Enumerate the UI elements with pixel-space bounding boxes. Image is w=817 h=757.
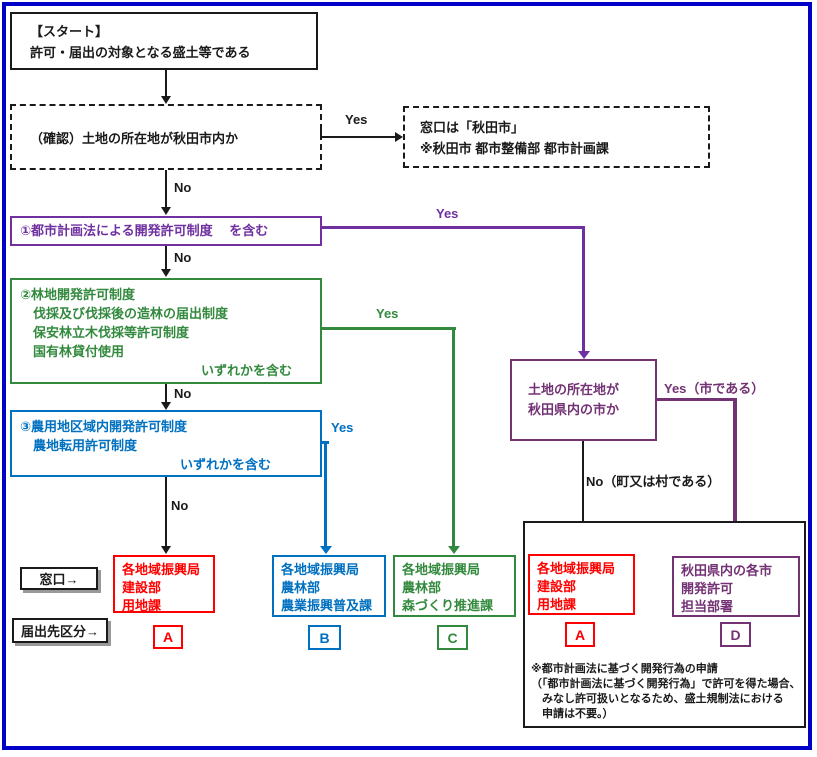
connector-line: [322, 327, 456, 330]
rule3-line: 農地転用許可制度: [33, 438, 138, 453]
result-c-line: 農林部: [402, 580, 442, 595]
result-b-box: 各地域振興局 農林部 農業振興普及課: [272, 555, 386, 617]
connector-line: [165, 246, 167, 270]
result-a1-line: 各地域振興局: [122, 562, 201, 577]
note-line: （「都市計画法に基づく開発行為」で許可を得た場合、: [531, 678, 801, 690]
badge-c: C: [437, 625, 468, 650]
category-tag-label: 届出先区分→: [20, 624, 99, 639]
result-b-line: 農業振興普及課: [281, 598, 373, 613]
city-check-line2: 秋田県内の市か: [528, 402, 620, 417]
badge-c-letter: C: [447, 629, 458, 646]
category-tag: 届出先区分→: [12, 618, 108, 643]
check-akita-city-text: （確認）土地の所在地が秋田市内か: [30, 130, 239, 146]
connector-line: [657, 398, 737, 401]
start-text: 許可・届出の対象となる盛土等である: [30, 45, 251, 60]
window-tag-label: 窓口→: [39, 572, 79, 587]
no-town-label: No（町又は村である）: [586, 474, 721, 489]
badge-a1: A: [153, 625, 183, 649]
arrowhead-down-icon: [161, 207, 171, 215]
no-label: No: [171, 498, 189, 513]
result-d-line: 担当部署: [681, 599, 734, 614]
connector-line: [322, 226, 584, 229]
result-c-line: 森づくり推進課: [402, 598, 494, 613]
yes-label: Yes: [376, 306, 399, 321]
result-a2-line: 建設部: [537, 579, 577, 594]
result-d-line: 秋田県内の各市: [681, 563, 773, 578]
arrowhead-down-icon: [161, 269, 171, 277]
result-a2-line: 用地課: [537, 597, 577, 612]
result-b-line: 農林部: [281, 580, 321, 595]
window-tag: 窓口→: [20, 567, 98, 590]
no-label: No: [174, 386, 192, 401]
start-title: 【スタート】: [30, 24, 109, 39]
rule1-box: ①都市計画法による開発許可制度 を含む: [10, 216, 322, 246]
connector-line: [582, 441, 584, 546]
badge-b: B: [308, 625, 341, 650]
rule2-line: 保安林立木伐採等許可制度: [33, 325, 190, 340]
akita-window-box: 窓口は「秋田市」 ※秋田市 都市整備部 都市計画課: [403, 106, 710, 168]
akita-window-line2: ※秋田市 都市整備部 都市計画課: [420, 141, 609, 156]
result-d-line: 開発許可: [681, 581, 734, 596]
rule2-line: 伐採及び伐採後の造林の届出制度: [33, 306, 229, 321]
result-d-box: 秋田県内の各市 開発許可 担当部署: [672, 556, 800, 617]
rule3-line: ③農用地区域内開発許可制度: [20, 419, 188, 434]
result-c-line: 各地域振興局: [402, 562, 481, 577]
city-check-line1: 土地の所在地が: [528, 382, 620, 397]
arrowhead-right-icon: [395, 132, 403, 142]
connector-line: [324, 441, 327, 546]
note-line: ※都市計画法に基づく開発行為の申請: [531, 663, 718, 675]
connector-line: [165, 477, 167, 546]
arrowhead-down-icon: [448, 546, 460, 554]
arrowhead-down-icon: [161, 546, 171, 554]
rule2-footer: いずれかを含む: [200, 363, 292, 378]
badge-d-letter: D: [730, 626, 741, 643]
note-line: 申請は不要。）: [531, 708, 614, 720]
badge-d: D: [720, 622, 751, 647]
outer-frame: [2, 2, 812, 750]
no-label: No: [174, 250, 192, 265]
connector-line: [582, 226, 585, 351]
result-a2-line: 各地域振興局: [537, 561, 616, 576]
no-label: No: [174, 180, 192, 195]
result-a1-line: 用地課: [122, 598, 162, 613]
connector-line: [320, 124, 322, 138]
development-note: ※都市計画法に基づく開発行為の申請 （「都市計画法に基づく開発行為」で許可を得た…: [531, 662, 803, 722]
arrowhead-down-icon: [161, 402, 171, 410]
city-check-box: 土地の所在地が 秋田県内の市か: [510, 359, 657, 441]
yes-label: Yes: [331, 420, 354, 435]
result-a1-box: 各地域振興局 建設部 用地課: [113, 555, 215, 613]
result-a2-box: 各地域振興局 建設部 用地課: [528, 554, 635, 615]
badge-a1-letter: A: [162, 629, 174, 645]
connector-line: [165, 70, 167, 97]
rule2-box: ②林地開発許可制度 伐採及び伐採後の造林の届出制度 保安林立木伐採等許可制度 国…: [10, 278, 322, 384]
badge-a2: A: [565, 622, 595, 647]
rule2-line: ②林地開発許可制度: [20, 287, 136, 302]
rule3-box: ③農用地区域内開発許可制度 農地転用許可制度 いずれかを含む: [10, 410, 322, 477]
note-line: みなし許可扱いとなるため、盛土規制法における: [531, 693, 784, 705]
connector-line: [165, 170, 167, 208]
result-a1-line: 建設部: [122, 580, 162, 595]
arrowhead-down-icon: [578, 351, 590, 359]
connector-line: [165, 384, 167, 403]
arrowhead-down-icon: [161, 96, 171, 104]
rule2-line: 国有林貸付使用: [33, 344, 125, 359]
rule1-text: ①都市計画法による開発許可制度 を含む: [20, 223, 269, 238]
yes-label: Yes: [345, 112, 368, 127]
badge-a2-letter: A: [574, 626, 586, 643]
yes-label: Yes: [436, 206, 459, 221]
connector-line: [322, 136, 396, 138]
result-b-line: 各地域振興局: [281, 562, 360, 577]
akita-window-line1: 窓口は「秋田市」: [420, 120, 525, 135]
connector-line: [733, 398, 737, 547]
yes-city-label: Yes（市である）: [664, 381, 765, 396]
check-akita-city-box: （確認）土地の所在地が秋田市内か: [10, 104, 322, 170]
arrowhead-down-icon: [320, 546, 332, 554]
badge-b-letter: B: [319, 629, 330, 646]
rule3-footer: いずれかを含む: [180, 457, 272, 472]
connector-line: [452, 327, 455, 546]
result-c-box: 各地域振興局 農林部 森づくり推進課: [393, 555, 516, 617]
start-box: 【スタート】 許可・届出の対象となる盛土等である: [10, 12, 318, 70]
